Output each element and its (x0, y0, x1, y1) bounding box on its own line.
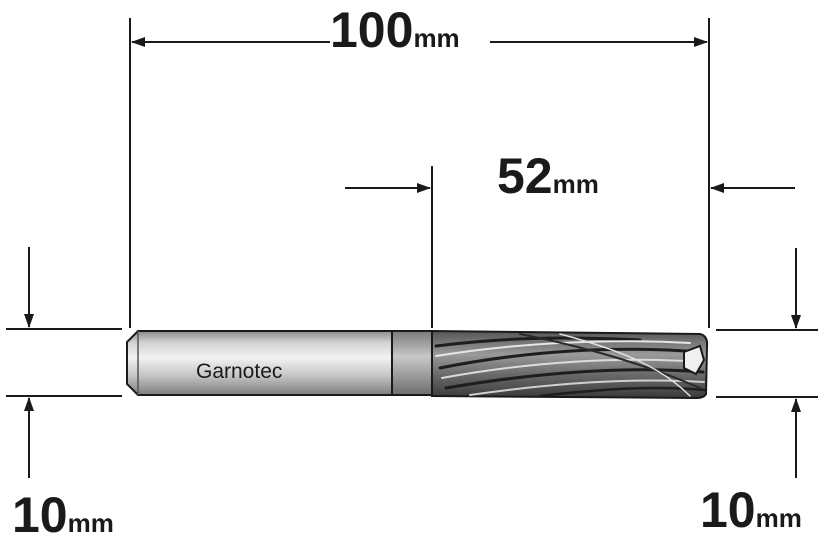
flute-tip (683, 344, 706, 376)
dimension-shank-diameter: 10mm (12, 247, 114, 538)
flute-helix-lines (434, 333, 706, 398)
cutting-diameter-unit: mm (756, 503, 802, 533)
cutting-length-label: 52mm (497, 148, 599, 204)
cutting-length-unit: mm (553, 169, 599, 199)
shank-diameter-unit: mm (68, 508, 114, 538)
dimension-cutting-diameter: 10mm (700, 248, 802, 538)
dimension-total-length: 100mm (131, 2, 708, 58)
dimension-cutting-length: 52mm (345, 148, 795, 204)
total-length-unit: mm (413, 23, 459, 53)
extension-lines (6, 18, 818, 398)
brand-label: Garnotec (196, 360, 282, 383)
total-length-label: 100mm (330, 2, 460, 58)
cutting-length-value: 52 (497, 148, 553, 204)
total-length-value: 100 (330, 2, 413, 58)
shank-diameter-value: 10 (12, 487, 68, 538)
shank-collar (391, 330, 433, 396)
cutting-diameter-label: 10mm (700, 482, 802, 538)
cutting-diameter-value: 10 (700, 482, 756, 538)
router-bit: Garnotec (126, 329, 709, 400)
shank-diameter-label: 10mm (12, 487, 114, 538)
